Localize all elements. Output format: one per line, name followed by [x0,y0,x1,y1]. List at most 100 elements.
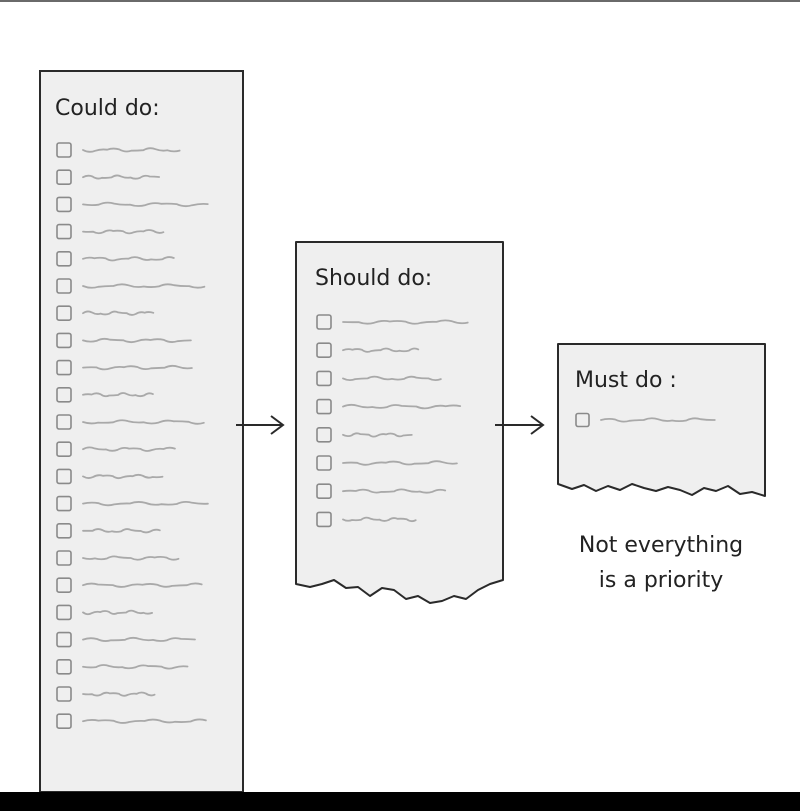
could-do-item-row [56,332,192,349]
checkbox-icon [56,604,72,621]
could-do-paper [39,70,244,792]
could-do-item-row [56,251,175,267]
checkbox-icon [56,550,72,566]
checkbox-icon [56,196,72,213]
checkbox-icon [56,278,72,294]
checkbox-icon [316,426,332,443]
checkbox-icon [56,332,72,349]
checkbox-icon [56,441,72,458]
could-do-item-row [56,414,205,430]
scribble-line [342,488,447,494]
checkbox-icon [56,359,72,376]
priority-illustration: Could do: Should do: Must do : Not every… [39,70,766,792]
checkbox-icon [56,522,72,539]
scribble-line [82,283,206,289]
should-do-title: Should do: [315,266,432,291]
top-border [0,0,800,2]
scribble-line [82,691,156,697]
should-do-item-row [316,314,469,330]
scribble-line [82,392,154,398]
could-do-title: Could do: [55,96,160,121]
should-do-paper [295,241,504,604]
scribble-line [82,174,160,180]
checkbox-icon [316,455,332,471]
scribble-line [342,432,413,438]
checkbox-icon [56,251,72,267]
scribble-line [82,201,209,208]
could-do-item-row [56,713,207,730]
could-do-item-row [56,196,209,213]
must-do-title: Must do : [575,368,677,393]
checkbox-icon [316,398,332,415]
could-do-item-row [56,577,203,594]
should-do-item-row [316,398,462,415]
should-do-items [316,314,469,528]
could-do-item-row [56,550,180,566]
should-do-item-row [316,483,447,500]
scribble-line [342,375,442,381]
scribble-line [82,636,196,642]
scribble-line [82,147,181,153]
scribble-line [82,555,180,561]
checkbox-icon [56,686,72,702]
scribble-line [82,256,175,262]
caption-line-2: is a priority [599,568,723,593]
should-do-item-row [316,426,413,443]
checkbox-icon [575,412,590,428]
checkbox-icon [56,414,72,430]
checkbox-icon [316,483,332,500]
checkbox-icon [56,223,72,240]
could-do-item-row [56,604,153,621]
scribble-line [82,337,192,344]
scribble-line [82,446,176,452]
could-do-list: Could do: [39,70,244,792]
could-do-item-row [56,495,209,512]
should-do-item-row [316,455,458,471]
must-do-list: Must do : [557,343,766,497]
checkbox-icon [56,386,72,403]
scribble-line [82,664,189,670]
could-do-item-row [56,359,193,376]
checkbox-icon [316,511,332,528]
scribble-line [82,718,207,724]
could-do-item-row [56,386,154,403]
scribble-line [82,229,165,235]
could-do-item-row [56,441,176,458]
arrow-right-icon [236,415,285,435]
scribble-line [82,609,153,616]
checkbox-icon [56,305,72,322]
should-do-list: Should do: [295,241,504,604]
checkbox-icon [316,314,332,330]
checkbox-icon [316,370,332,387]
should-do-item-row [316,342,420,359]
checkbox-icon [56,577,72,594]
checkbox-icon [56,468,72,485]
could-do-item-row [56,223,165,240]
scribble-line [342,516,417,523]
could-do-item-row [56,631,196,648]
scribble-line [82,582,203,588]
checkbox-icon [56,658,72,675]
scribble-line [600,417,716,423]
scribble-line [342,347,420,353]
checkbox-icon [316,342,332,359]
scribble-line [342,460,458,466]
checkbox-icon [56,495,72,512]
could-do-item-row [56,169,160,185]
could-do-item-row [56,305,155,322]
scribble-line [82,500,209,507]
scribble-line [82,419,205,425]
checkbox-icon [56,169,72,185]
could-do-item-row [56,686,156,702]
bottom-bar [0,792,800,811]
must-do-items [575,412,716,428]
should-do-item-row [316,370,442,387]
checkbox-icon [56,142,72,158]
scribble-line [342,319,469,325]
could-do-item-row [56,468,164,485]
arrow-right-icon [495,415,545,435]
could-do-item-row [56,278,206,294]
scribble-line [82,528,161,534]
scribble-line [342,403,462,410]
scribble-line [82,310,155,316]
